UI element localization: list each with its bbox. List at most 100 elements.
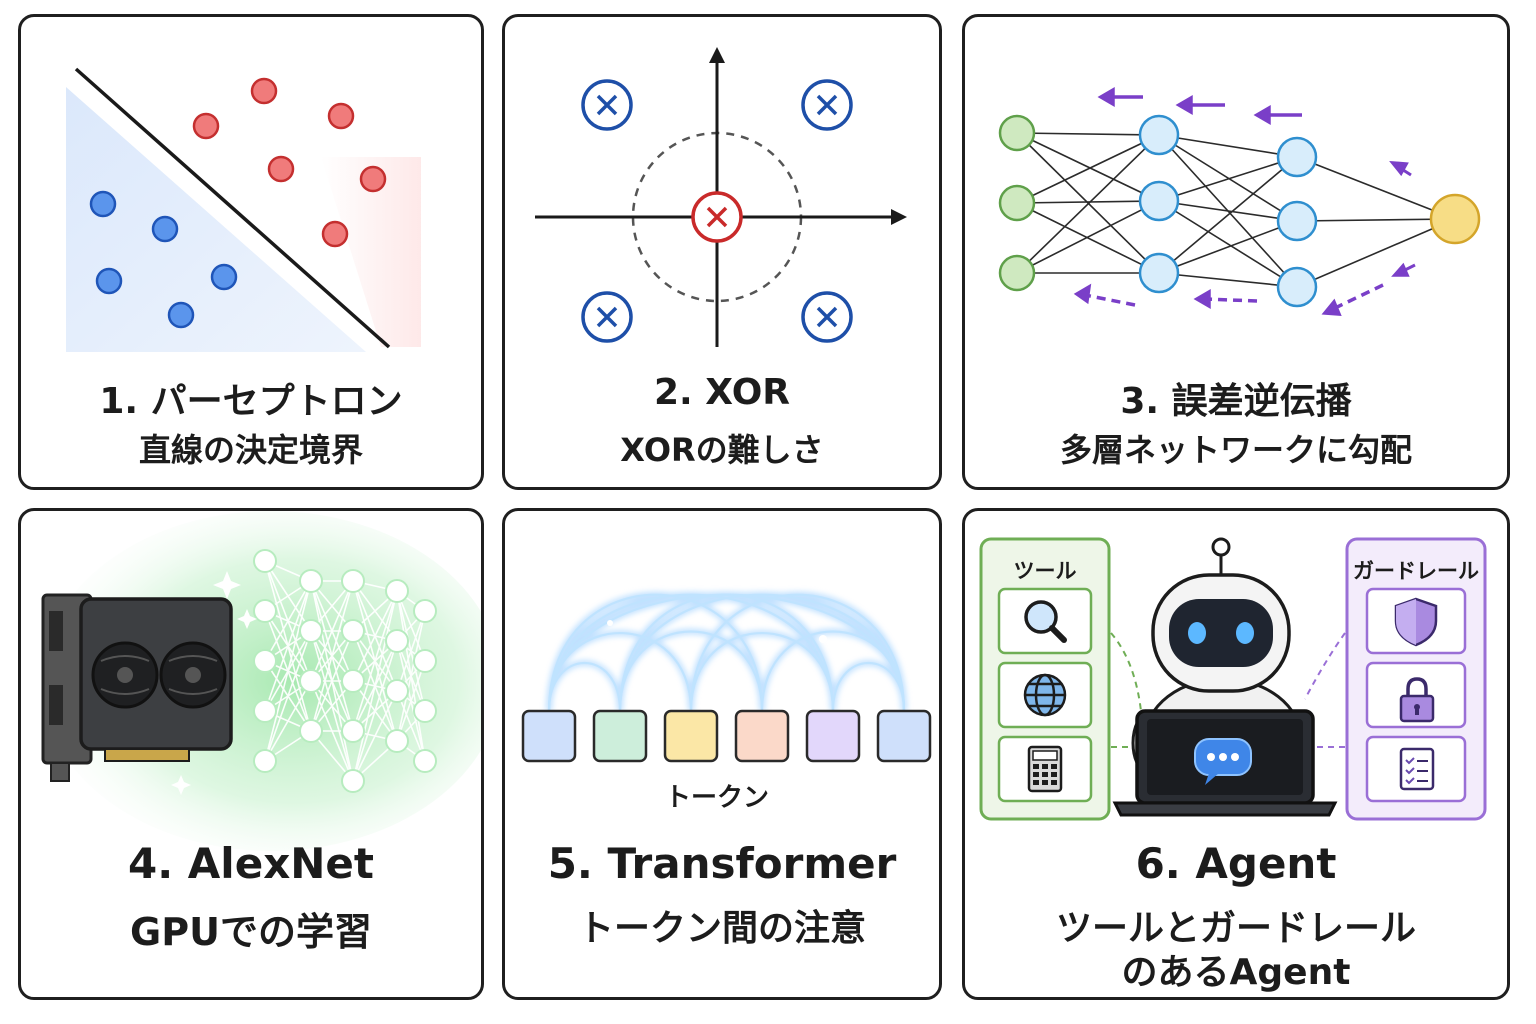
attention-arcs [547,593,906,712]
alexnet-edge [264,580,312,712]
alexnet-node [341,719,365,743]
panel-title: 1. パーセプトロン [99,381,403,422]
network-edge [1016,132,1160,136]
alexnet-edge [264,630,312,762]
token-box [521,709,577,763]
network-nodes [998,114,1481,308]
network-node [1276,200,1318,242]
attention-arc [618,593,906,712]
alexnet-node [413,649,437,673]
red-point [192,112,220,140]
x-circle-icon [801,291,853,343]
forward-arrows [1097,86,1416,277]
panel-subtitle-line1: ツールとガードレール [1055,908,1416,949]
alexnet-node [385,729,409,753]
red-region [321,157,421,347]
attention-arc [831,662,906,712]
network-edge [1158,272,1298,288]
attention-arc [618,593,835,712]
alexnet-node [299,569,323,593]
y-axis-arrow [709,47,725,63]
x-circle-icon [691,191,743,243]
network-edge [1158,220,1298,274]
blue-point [151,215,179,243]
alexnet-node [341,619,365,643]
alexnet-node [413,599,437,623]
network-edge [1158,200,1298,222]
token-box [663,709,719,763]
network-node [1276,136,1318,178]
alexnet-edge [396,660,426,742]
x-circle-icon [801,79,853,131]
checklist-icon [1399,747,1435,791]
network-node [1138,180,1180,222]
token-box [805,709,861,763]
panel-subtitle: 多層ネットワークに勾配 [1059,431,1412,469]
red-point [321,220,349,248]
network-edge [1016,202,1160,274]
transformer-illustration [521,562,932,763]
panel-alexnet: 4. AlexNet GPUでの学習 [18,508,484,1000]
attention-arc [547,632,693,712]
alexnet-node [341,769,365,793]
alexnet-edge [396,610,426,692]
alexnet-node [385,629,409,653]
green-glow [41,511,481,851]
tool-connector [1110,632,1142,712]
red-points [192,77,387,248]
red-point [267,155,295,183]
calculator-icon [1027,745,1063,793]
token-box [734,709,790,763]
attention-arc [547,593,764,712]
attention-arc-glow [546,591,765,712]
alexnet-edge [310,580,354,682]
shield-icon [1394,597,1438,647]
alexnet-node [253,699,277,723]
alexnet-illustration [41,511,481,851]
network-node [998,184,1036,222]
globe-icon [1023,673,1067,717]
attention-arc-glow [617,591,836,712]
panel-subtitle: トークン間の注意 [577,908,866,949]
network-edge [1296,156,1456,220]
network-node [1138,114,1180,156]
panel-xor: 2. XOR XORの難しさ [502,14,942,490]
attention-arc [618,630,764,712]
attention-arc [760,630,906,712]
alexnet-node [299,669,323,693]
panel-subtitle: 直線の決定境界 [138,431,363,469]
alexnet-node [385,679,409,703]
network-edge [1296,218,1456,222]
alexnet-node [253,599,277,623]
attention-arc [689,593,906,712]
blue-point [89,190,117,218]
alexnet-edge [264,680,312,762]
perceptron-illustration [66,67,421,352]
arc-sparkles [607,562,827,643]
blue-points [89,190,238,329]
padlock-icon [1399,677,1435,723]
panel-title: 6. Agent [1135,839,1337,888]
attention-arc [689,632,835,712]
panel-backprop: 3. 誤差逆伝播 多層ネットワークに勾配 [962,14,1510,490]
alexnet-nodes [253,549,437,793]
panel-title: 2. XOR [653,372,791,413]
alexnet-edge [352,590,398,782]
alexnet-node [253,749,277,773]
network-edge [1158,134,1298,158]
network-node [998,254,1036,292]
gradient-arrows [1073,283,1384,316]
alexnet-edge [396,610,426,742]
network-node [998,114,1036,152]
alexnet-node [341,669,365,693]
network-edge [1158,156,1298,274]
tools-label: ツール [1013,559,1077,583]
alexnet-edge [310,580,354,732]
alexnet-node [253,649,277,673]
guardrail-connector [1304,632,1346,700]
alexnet-edge [352,690,398,782]
alexnet-edge [264,580,312,762]
blue-x-marks [581,79,853,343]
token-boxes [521,709,932,763]
network-edge [1016,134,1160,204]
